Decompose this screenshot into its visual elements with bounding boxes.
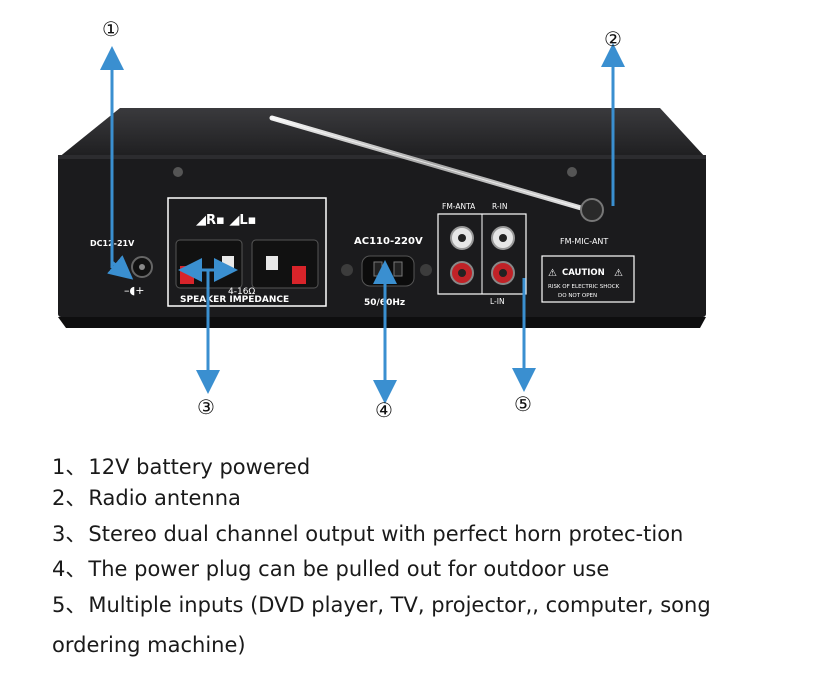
callout-2: ②: [604, 27, 622, 51]
svg-text:⚠: ⚠: [614, 268, 623, 279]
fm-mic-ant-label: FM-MIC-ANT: [560, 237, 608, 246]
callout-4: ④: [375, 398, 393, 422]
fm-anta-label: FM-ANTA: [442, 202, 476, 211]
feature-item-2: 2、Radio antenna: [52, 486, 241, 510]
feature-list: 1、12V battery powered 2、Radio antenna 3、…: [52, 452, 792, 665]
l-in-label: L-IN: [490, 297, 505, 306]
feature-item-1: 1、12V battery powered: [52, 455, 311, 479]
radio-antenna: [269, 115, 604, 222]
ac-label: AC110-220V: [354, 236, 423, 247]
caution-line2: DO NOT OPEN: [558, 293, 597, 299]
speaker-impedance-label: SPEAKER IMPEDANCE: [180, 295, 289, 305]
speaker-sub-label: 4-16Ω: [228, 287, 255, 297]
feature-item-3: 3、Stereo dual channel output with perfec…: [52, 522, 684, 546]
caution-label: ⚠ CAUTION ⚠ RISK OF ELECTRIC SHOCK DO NO…: [541, 255, 635, 303]
svg-text:–◖+: –◖+: [124, 284, 145, 297]
callout-3: ③: [197, 395, 215, 419]
rca-input-panel: FM-ANTA R-IN L-IN: [437, 202, 527, 306]
amplifier-chassis: [58, 108, 706, 328]
callout-1: ①: [102, 17, 120, 41]
callout-arrows: [100, 43, 625, 404]
r-in-label: R-IN: [492, 202, 507, 211]
caution-line1: RISK OF ELECTRIC SHOCK: [548, 284, 620, 290]
svg-text:◢R▪ ◢L▪: ◢R▪ ◢L▪: [196, 213, 256, 228]
feature-item-4: 4、The power plug can be pulled out for o…: [52, 557, 610, 581]
feature-item-5: 5、Multiple inputs (DVD player, TV, proje…: [52, 593, 711, 657]
svg-text:⚠: ⚠: [548, 268, 557, 279]
speaker-terminal-panel: ◢R▪ ◢L▪ 4-16Ω SPEAKER IMPEDANCE: [167, 197, 327, 307]
callout-numbers: ① ② ③ ④ ⑤: [102, 17, 622, 422]
caution-title: CAUTION: [562, 268, 605, 278]
callout-5: ⑤: [514, 392, 532, 416]
